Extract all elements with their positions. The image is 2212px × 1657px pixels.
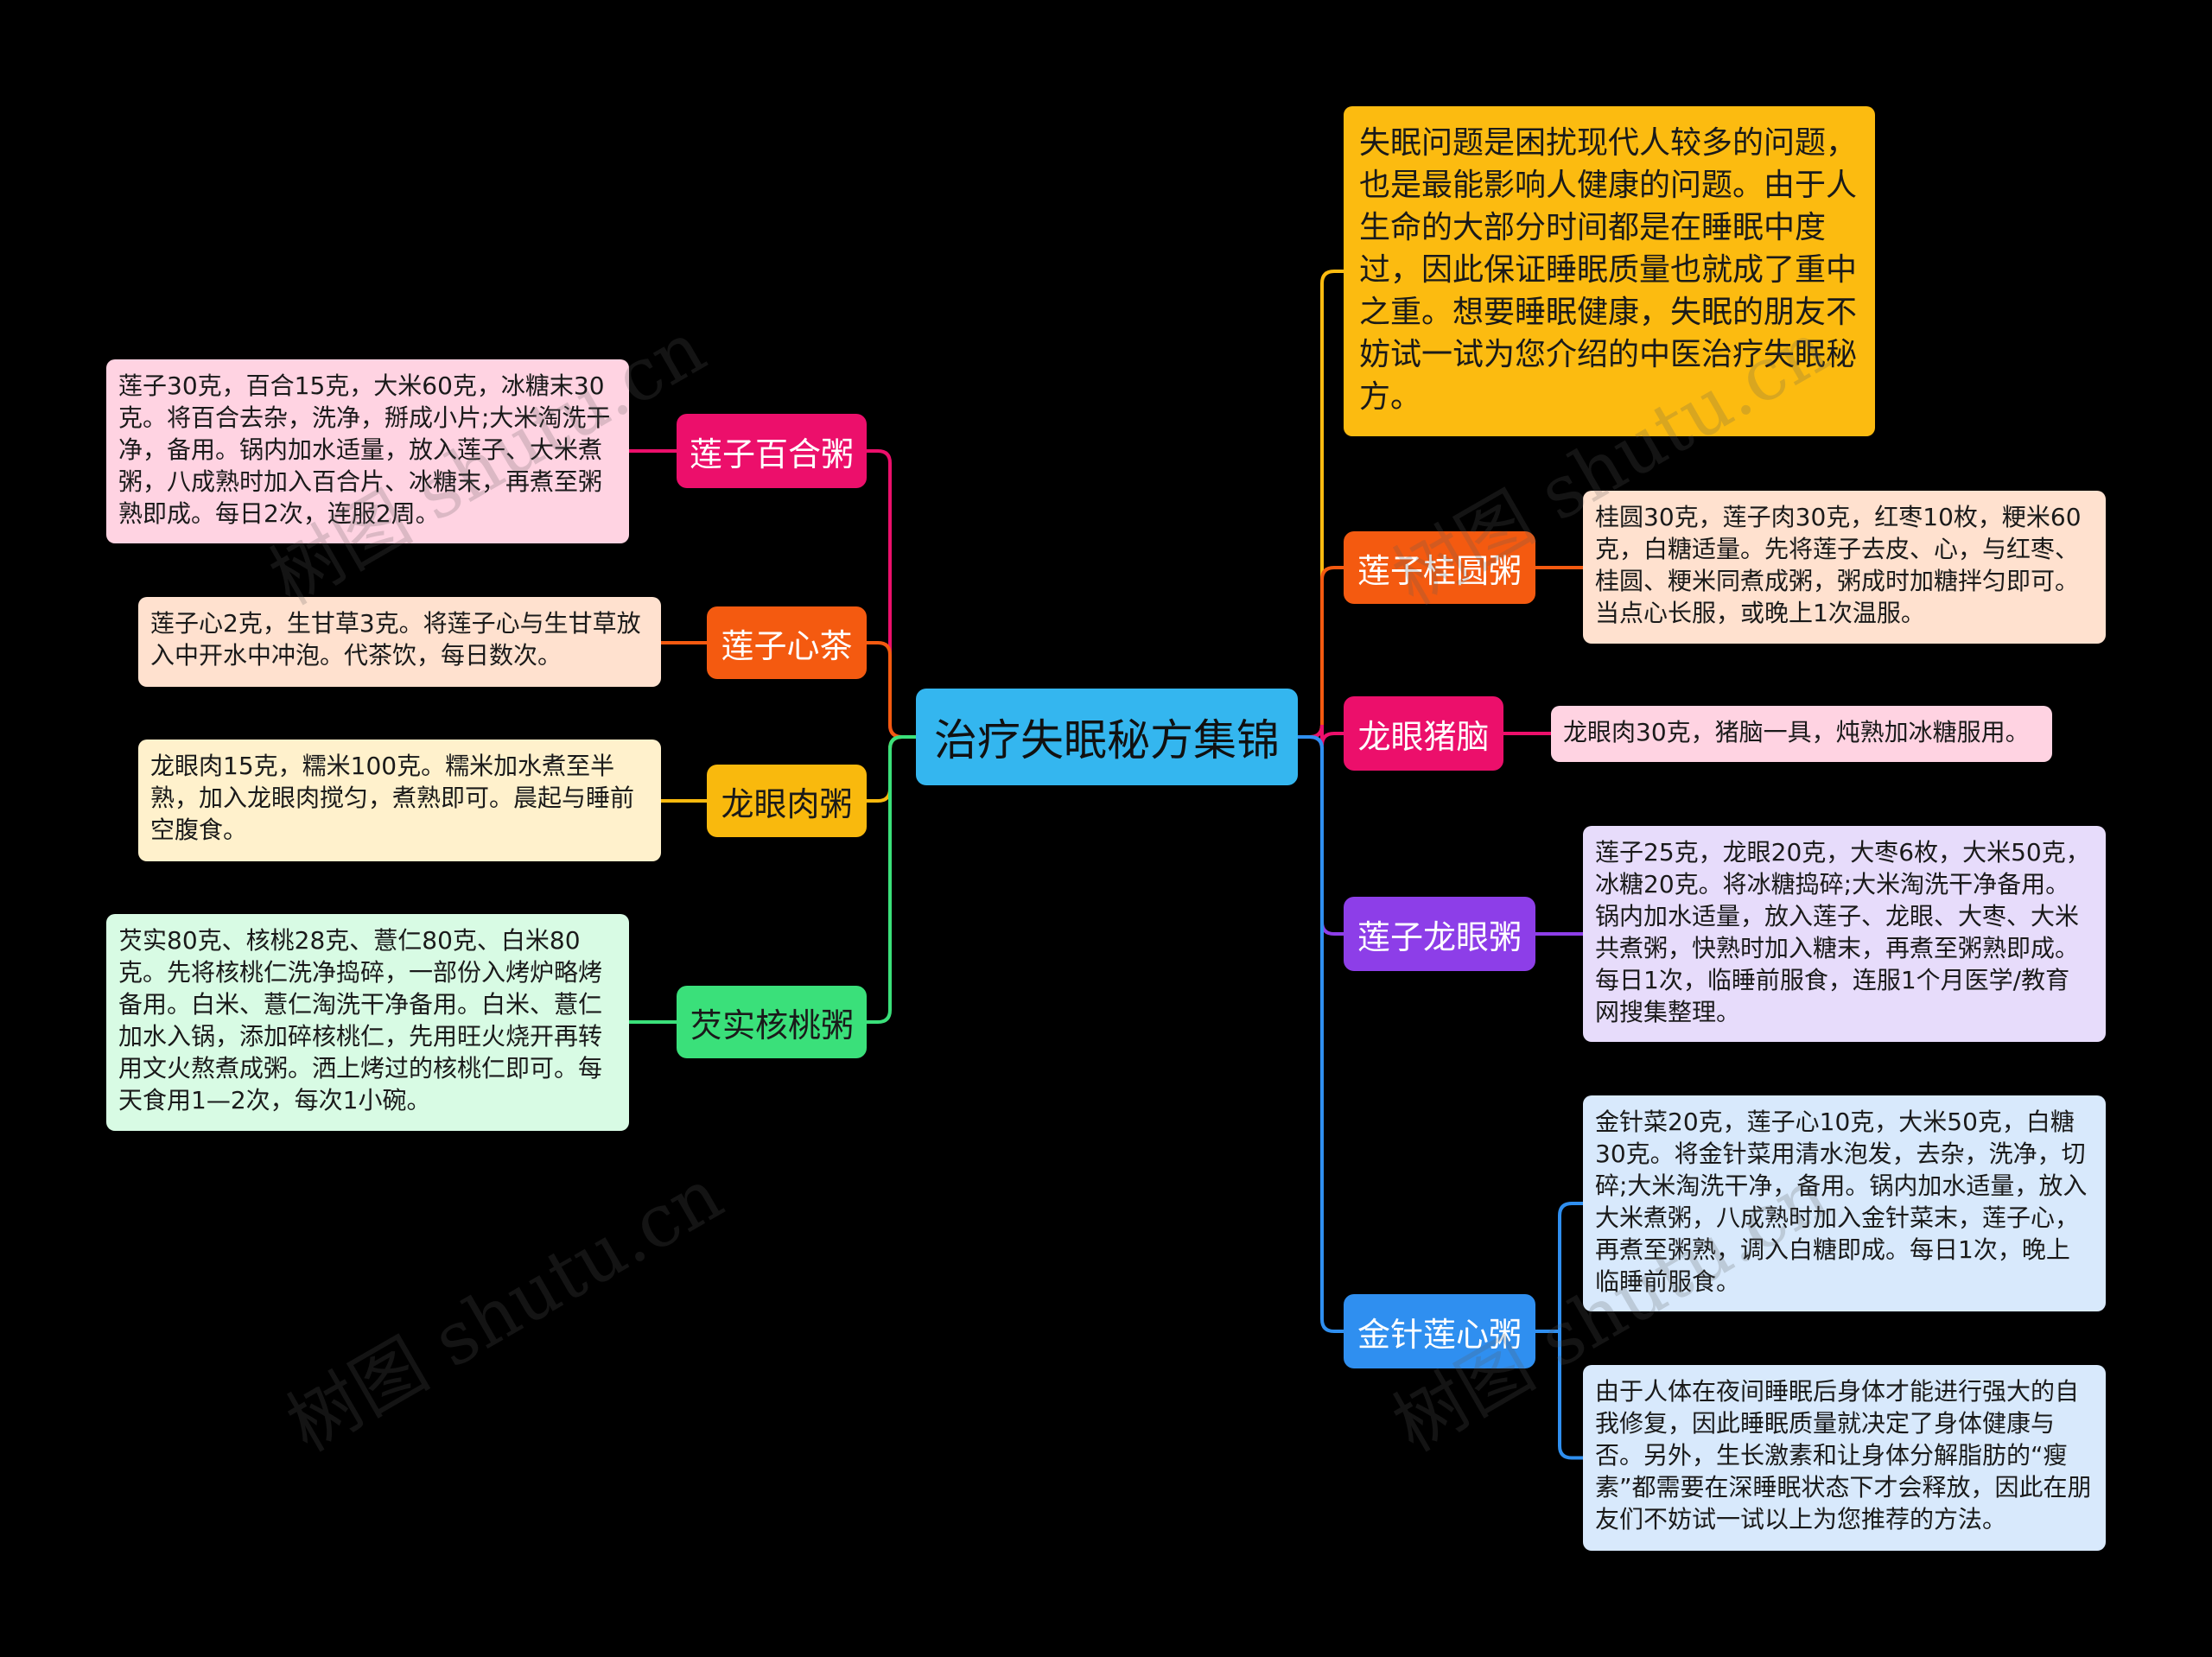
- topic-daylily-lotus-porridge[interactable]: 金针莲心粥: [1344, 1294, 1535, 1368]
- branch-line: [865, 735, 918, 1024]
- recipe-note: 金针菜20克，莲子心10克，大米50克，白糖30克。将金针菜用清水泡发，去杂，洗…: [1583, 1095, 2106, 1311]
- topic-longan-porridge[interactable]: 龙眼肉粥: [707, 765, 867, 837]
- topic-longan-pig-brain[interactable]: 龙眼猪脑: [1344, 696, 1503, 771]
- recipe-note: 莲子25克，龙眼20克，大枣6枚，大米50克，冰糖20克。将冰糖捣碎;大米淘洗干…: [1583, 826, 2106, 1042]
- leaf-line: [1558, 1202, 1585, 1333]
- branch-line: [1296, 566, 1345, 739]
- explanation-note: 由于人体在夜间睡眠后身体才能进行强大的自我修复，因此睡眠质量就决定了身体健康与否…: [1583, 1365, 2106, 1551]
- topic-lotus-dragon-eye-porridge[interactable]: 莲子龙眼粥: [1344, 897, 1535, 971]
- branch-line: [1296, 735, 1345, 1333]
- topic-lotus-longan-porridge[interactable]: 莲子桂圆粥: [1344, 531, 1535, 604]
- branch-line: [865, 641, 918, 739]
- recipe-note: 莲子30克，百合15克，大米60克，冰糖末30克。将百合去杂，洗净，掰成小片;大…: [106, 359, 629, 543]
- intro-text-box: 失眠问题是困扰现代人较多的问题，也是最能影响人健康的问题。由于人生命的大部分时间…: [1344, 106, 1875, 436]
- topic-lotus-heart-tea[interactable]: 莲子心茶: [707, 606, 867, 679]
- topic-euryale-walnut-porridge[interactable]: 芡实核桃粥: [677, 986, 867, 1058]
- recipe-note: 莲子心2克，生甘草3克。将莲子心与生甘草放入中开水中冲泡。代茶饮，每日数次。: [138, 597, 661, 687]
- recipe-note: 桂圆30克，莲子肉30克，红枣10枚，粳米60克，白糖适量。先将莲子去皮、心，与…: [1583, 491, 2106, 644]
- topic-lotus-lily-porridge[interactable]: 莲子百合粥: [677, 414, 867, 488]
- recipe-note: 芡实80克、核桃28克、薏仁80克、白米80克。先将核桃仁洗净捣碎，一部份入烤炉…: [106, 914, 629, 1131]
- central-topic[interactable]: 治疗失眠秘方集锦: [916, 689, 1298, 785]
- recipe-note: 龙眼肉30克，猪脑一具，炖熟加冰糖服用。: [1551, 706, 2052, 762]
- leaf-line: [1558, 1330, 1585, 1460]
- recipe-note: 龙眼肉15克，糯米100克。糯米加水煮至半熟，加入龙眼肉搅匀，煮熟即可。晨起与睡…: [138, 740, 661, 861]
